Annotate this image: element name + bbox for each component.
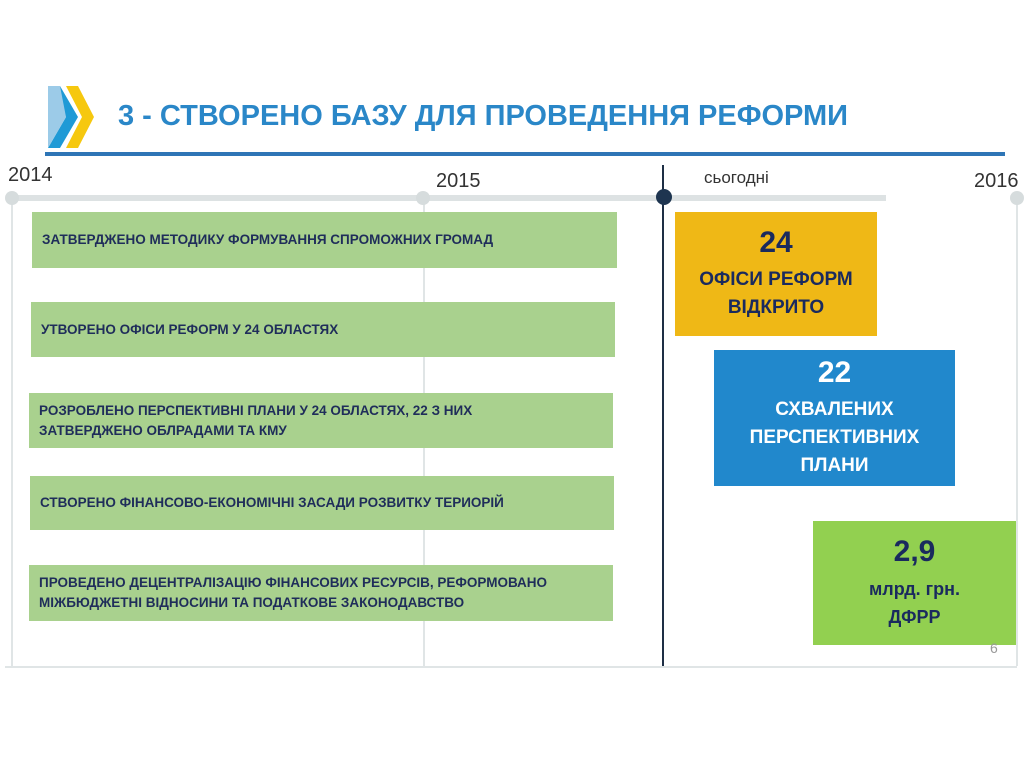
year-2016: 2016 — [974, 170, 1019, 192]
achievement-item: СТВОРЕНО ФІНАНСОВО-ЕКОНОМІЧНІ ЗАСАДИ РОЗ… — [30, 476, 614, 530]
page-title: 3 - СТВОРЕНО БАЗУ ДЛЯ ПРОВЕДЕННЯ РЕФОРМИ — [118, 100, 848, 132]
achievement-item: УТВОРЕНО ОФІСИ РЕФОРМ У 24 ОБЛАСТЯХ — [31, 302, 615, 357]
achievement-item: ПРОВЕДЕНО ДЕЦЕНТРАЛІЗАЦІЮ ФІНАНСОВИХ РЕС… — [29, 565, 613, 621]
bottom-line — [5, 666, 1017, 668]
today-label: сьогодні — [704, 168, 769, 187]
timeline-dot-today — [656, 189, 672, 205]
timeline-dot-2014 — [5, 191, 19, 205]
achievement-item: РОЗРОБЛЕНО ПЕРСПЕКТИВНІ ПЛАНИ У 24 ОБЛАС… — [29, 393, 613, 448]
page-number: 6 — [990, 640, 998, 656]
title-underline — [45, 152, 1005, 156]
year-2014: 2014 — [8, 164, 53, 186]
today-line — [662, 165, 664, 667]
timeline-dot-2015 — [416, 191, 430, 205]
year-2015: 2015 — [436, 170, 481, 192]
timeline-tick-2016 — [1016, 198, 1018, 666]
achievement-item: ЗАТВЕРДЖЕНО МЕТОДИКУ ФОРМУВАННЯ СПРОМОЖН… — [32, 212, 617, 268]
timeline-dot-2016 — [1010, 191, 1024, 205]
timeline-tick-2014 — [11, 198, 13, 666]
timeline-bar — [10, 195, 886, 201]
logo-chevrons-icon — [46, 86, 96, 148]
